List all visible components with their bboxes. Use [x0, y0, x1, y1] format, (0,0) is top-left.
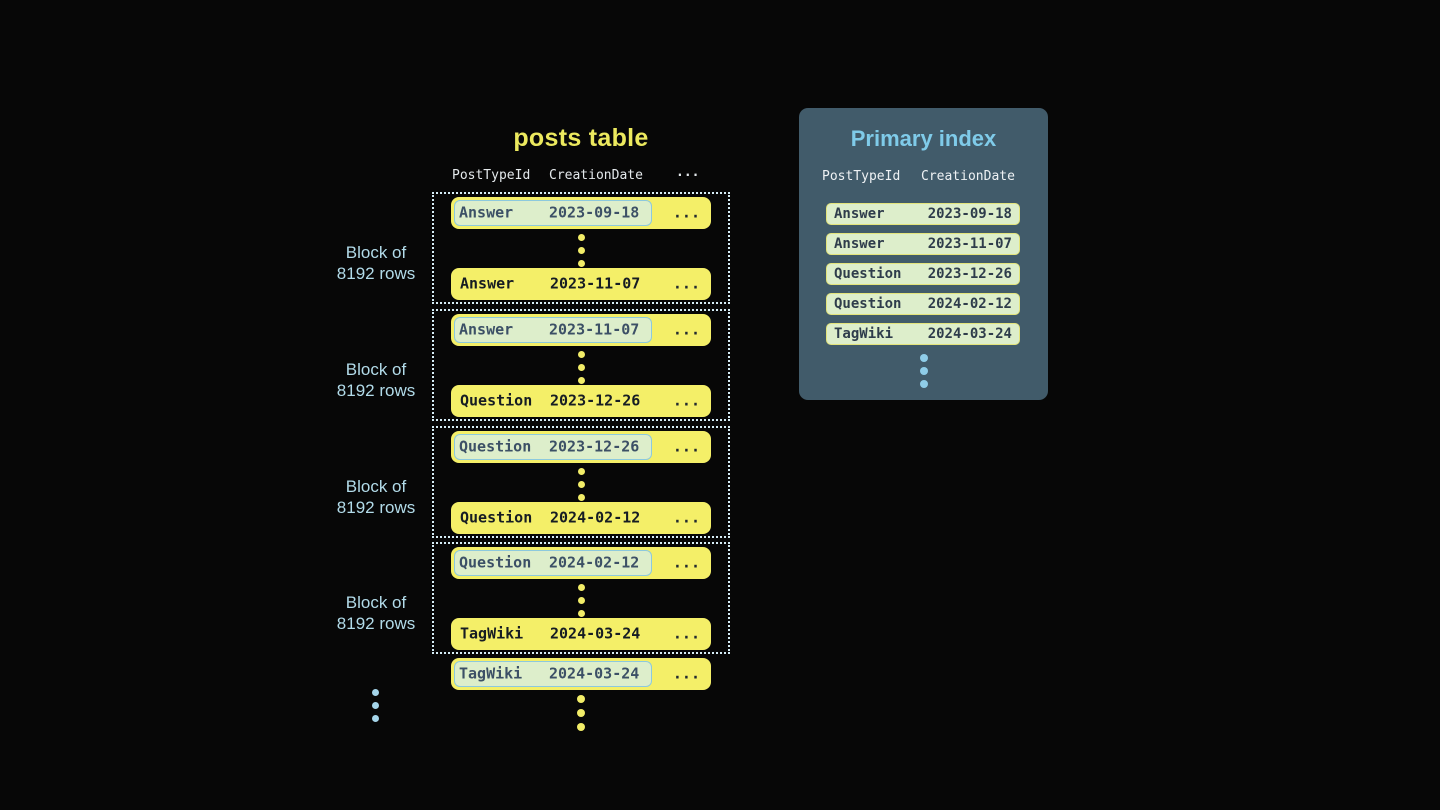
cell-ellipsis: ...: [672, 664, 700, 683]
vertical-ellipsis-dots: [434, 468, 728, 501]
table-row: Question 2024-02-12 ...: [451, 547, 711, 579]
row-block-2: Answer 2023-11-07 ... Question 2023-12-2…: [432, 309, 730, 421]
cell-creationdate: 2024-03-24: [549, 664, 640, 683]
table-row: TagWiki 2024-03-24 ...: [451, 618, 711, 650]
posts-table-title: posts table: [513, 124, 649, 152]
cell-creationdate: 2024-02-12: [550, 508, 641, 527]
cell-ellipsis: ...: [672, 553, 700, 572]
posts-header-ellipsis: ...: [676, 165, 700, 180]
table-row: Answer 2023-11-07 ...: [451, 314, 711, 346]
index-row: Answer 2023-11-07: [826, 233, 1020, 255]
cell-posttypeid: Question: [459, 437, 532, 456]
table-row: Answer 2023-09-18 ...: [451, 197, 711, 229]
cell-creationdate: 2024-03-24: [927, 326, 1012, 342]
cell-creationdate: 2024-03-24: [550, 624, 641, 643]
vertical-ellipsis-dots: [434, 351, 728, 384]
table-row-overflow: TagWiki 2024-03-24 ...: [451, 658, 711, 690]
table-row: Answer 2023-11-07 ...: [451, 268, 711, 300]
cell-posttypeid: Answer: [834, 206, 885, 222]
row-block-1: Answer 2023-09-18 ... Answer 2023-11-07 …: [432, 192, 730, 304]
primary-index-title: Primary index: [850, 126, 997, 151]
cell-posttypeid: TagWiki: [460, 624, 524, 643]
cell-posttypeid: Answer: [834, 236, 885, 252]
index-row: Question 2023-12-26: [826, 263, 1020, 285]
cell-creationdate: 2023-12-26: [927, 266, 1012, 282]
indexed-row-highlight: Answer 2023-09-18: [454, 200, 652, 226]
indexed-row-highlight: Question 2023-12-26: [454, 434, 652, 460]
cell-ellipsis: ...: [672, 203, 700, 222]
cell-ellipsis: ...: [672, 320, 700, 339]
cell-creationdate: 2024-02-12: [549, 553, 640, 572]
block-label-4: Block of 8192 rows: [336, 593, 416, 633]
row-block-4: Question 2024-02-12 ... TagWiki 2024-03-…: [432, 542, 730, 654]
cell-posttypeid: Question: [834, 296, 902, 312]
index-header-posttypeid: PostTypeId: [822, 169, 901, 184]
indexed-row-highlight: Question 2024-02-12: [454, 550, 652, 576]
cell-posttypeid: Answer: [459, 320, 514, 339]
vertical-ellipsis-dots: [434, 234, 728, 267]
posts-header-posttypeid: PostTypeId: [452, 168, 531, 183]
cell-creationdate: 2023-09-18: [549, 203, 640, 222]
table-continues-dots: [577, 695, 585, 731]
row-block-3: Question 2023-12-26 ... Question 2024-02…: [432, 426, 730, 538]
cell-ellipsis: ...: [672, 508, 700, 527]
cell-creationdate: 2024-02-12: [927, 296, 1012, 312]
index-continues-dots: [799, 354, 1048, 388]
index-header-creationdate: CreationDate: [921, 169, 1015, 184]
block-label-1: Block of 8192 rows: [336, 243, 416, 283]
cell-posttypeid: Question: [834, 266, 902, 282]
vertical-ellipsis-dots: [434, 584, 728, 617]
posts-header-creationdate: CreationDate: [549, 168, 643, 183]
cell-creationdate: 2023-11-07: [549, 320, 640, 339]
cell-ellipsis: ...: [672, 274, 700, 293]
cell-posttypeid: Question: [459, 553, 532, 572]
primary-index-panel: Primary index PostTypeId CreationDate An…: [799, 108, 1048, 400]
cell-creationdate: 2023-12-26: [549, 437, 640, 456]
cell-posttypeid: Answer: [460, 274, 515, 293]
cell-posttypeid: TagWiki: [834, 326, 894, 342]
cell-posttypeid: Question: [460, 508, 533, 527]
indexed-row-highlight: TagWiki 2024-03-24: [454, 661, 652, 687]
cell-creationdate: 2023-09-18: [927, 206, 1012, 222]
cell-creationdate: 2023-12-26: [550, 391, 641, 410]
cell-posttypeid: Question: [460, 391, 533, 410]
indexed-row-highlight: Answer 2023-11-07: [454, 317, 652, 343]
cell-ellipsis: ...: [672, 624, 700, 643]
cell-creationdate: 2023-11-07: [927, 236, 1012, 252]
cell-ellipsis: ...: [672, 391, 700, 410]
cell-posttypeid: TagWiki: [459, 664, 523, 683]
cell-posttypeid: Answer: [459, 203, 514, 222]
cell-creationdate: 2023-11-07: [550, 274, 641, 293]
block-label-2: Block of 8192 rows: [336, 360, 416, 400]
cell-ellipsis: ...: [672, 437, 700, 456]
table-row: Question 2024-02-12 ...: [451, 502, 711, 534]
blocks-continue-dots: [372, 689, 379, 722]
block-label-3: Block of 8192 rows: [336, 477, 416, 517]
table-row: Question 2023-12-26 ...: [451, 431, 711, 463]
index-row: TagWiki 2024-03-24: [826, 323, 1020, 345]
index-row: Answer 2023-09-18: [826, 203, 1020, 225]
table-row: Question 2023-12-26 ...: [451, 385, 711, 417]
index-row: Question 2024-02-12: [826, 293, 1020, 315]
